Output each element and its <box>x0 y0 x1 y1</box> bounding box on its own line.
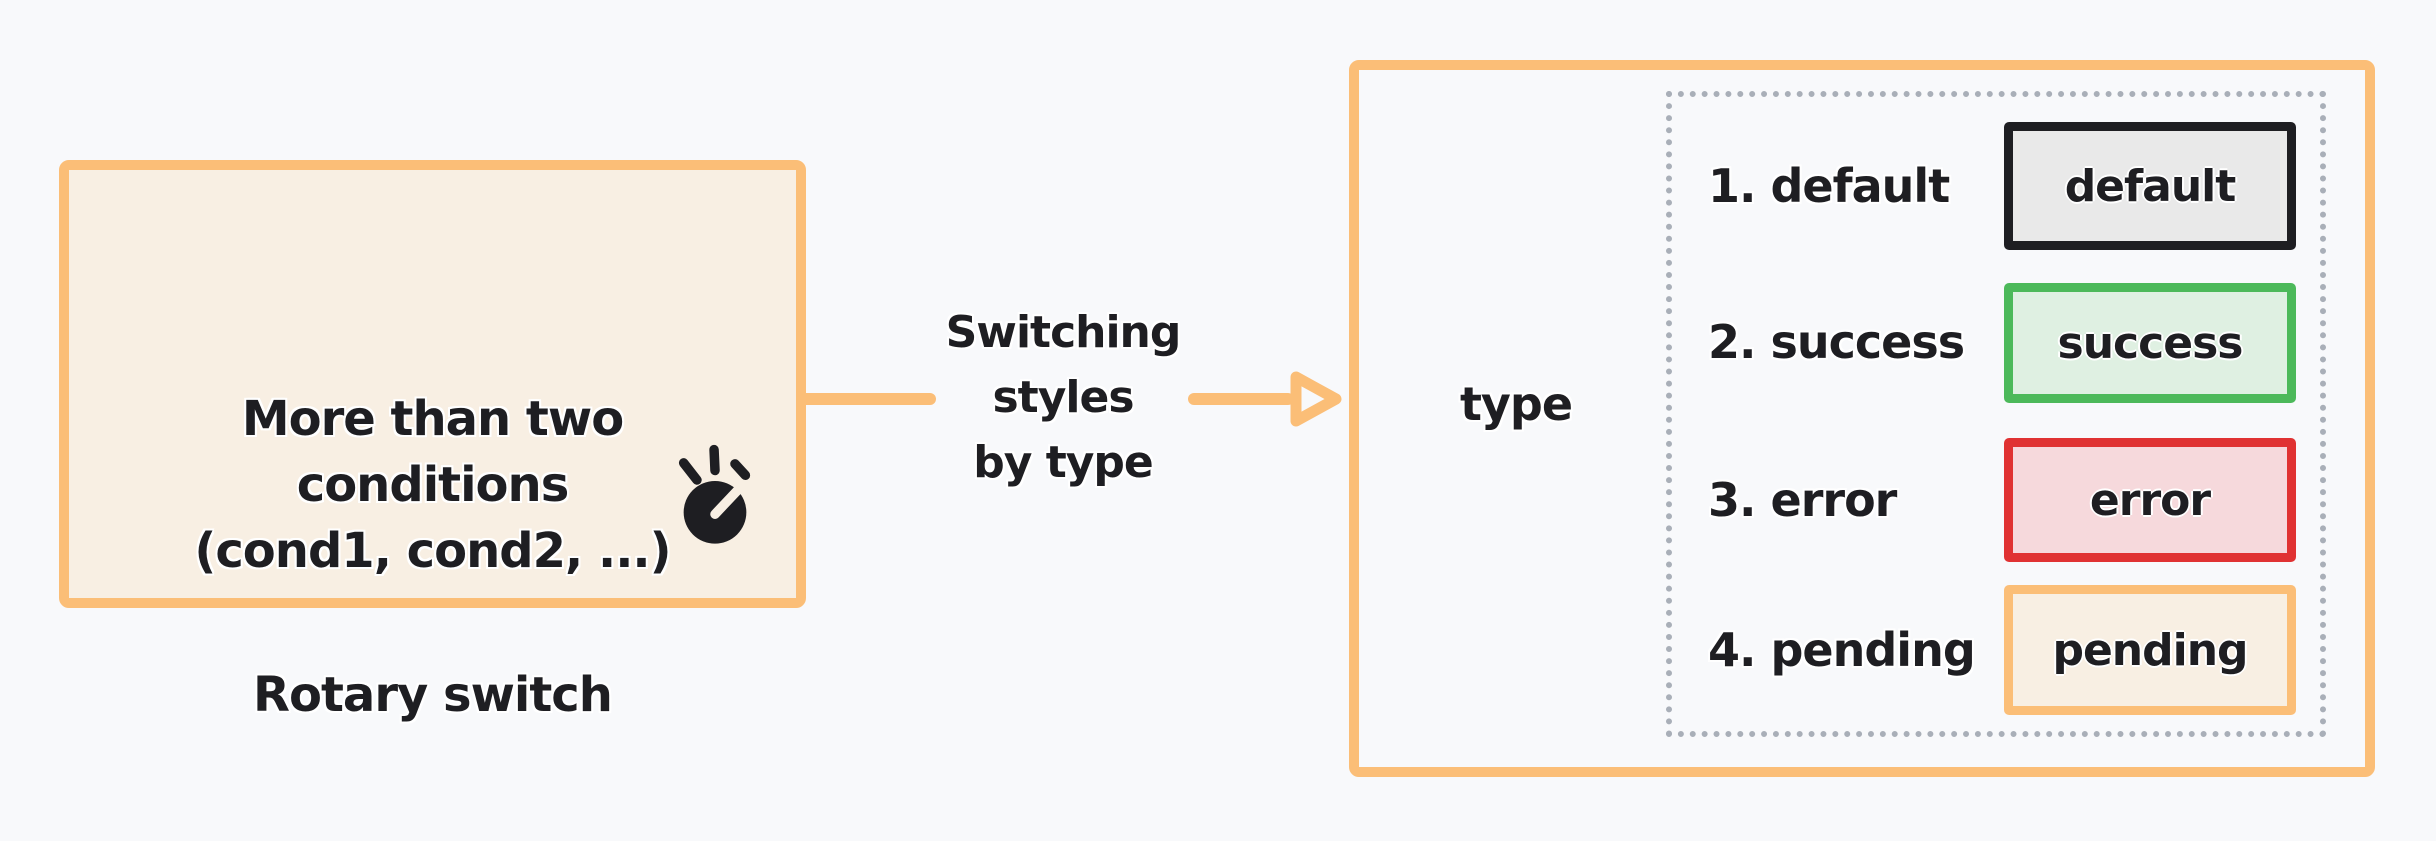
case-label-pending: 4. pending <box>1708 623 1976 677</box>
arrow-line-right <box>1188 393 1294 405</box>
condition-box: More than two conditions (cond1, cond2, … <box>59 160 806 723</box>
condition-line-1: More than two <box>241 391 624 447</box>
badge-default-text: default <box>2064 160 2237 212</box>
type-label: type <box>1459 377 1573 431</box>
condition-text: More than two conditions (cond1, cond2, … <box>69 386 796 584</box>
switch-cases-container <box>1666 91 2326 737</box>
badge-error-text: error <box>2089 474 2211 526</box>
arrow-label-line-2: styles <box>992 372 1134 423</box>
condition-line-3: (cond1, cond2, ...) <box>194 523 671 579</box>
badge-default: default <box>2004 122 2296 250</box>
rotary-switch-label: Rotary switch <box>253 667 613 723</box>
badge-pending-text: pending <box>2052 624 2248 676</box>
badge-success-text: success <box>2057 317 2244 369</box>
case-label-error: 3. error <box>1708 473 1897 527</box>
case-label-success: 2. success <box>1708 315 1965 369</box>
arrow-line-left <box>800 393 936 405</box>
rotary-knob-icon <box>678 444 753 544</box>
arrow-label-line-3: by type <box>973 437 1154 488</box>
type-switch-box <box>1349 60 2375 777</box>
arrow-label: Switching styles by type <box>913 300 1213 495</box>
badge-pending: pending <box>2004 585 2296 715</box>
arrow-head-icon <box>1290 371 1342 427</box>
case-label-default: 1. default <box>1708 159 1950 213</box>
badge-error: error <box>2004 438 2296 562</box>
badge-success: success <box>2004 283 2296 403</box>
condition-line-2: conditions <box>296 457 570 513</box>
arrow-label-line-1: Switching <box>945 307 1182 358</box>
